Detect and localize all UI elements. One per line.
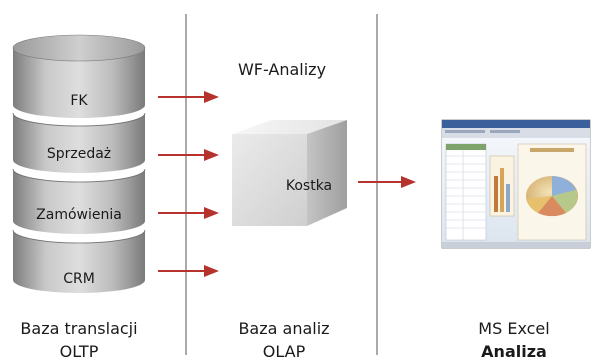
spreadsheet-with-pie-chart-icon — [441, 119, 591, 249]
right-column-caption-line1: MS Excel — [478, 319, 549, 338]
cube-front-face — [232, 134, 307, 226]
database-label-sprzedaz: Sprzedaż — [47, 146, 111, 162]
database-cylinder-fk: FK — [12, 34, 146, 118]
cube-label: Kostka — [286, 178, 332, 194]
database-cylinder-crm: CRM — [12, 229, 146, 293]
arrow-fk — [158, 91, 219, 103]
olap-cube: Kostka — [232, 120, 347, 226]
database-label-zamowienia: Zamówienia — [36, 207, 122, 223]
cube-top-face — [232, 120, 347, 134]
wf-analizy-label: WF-Analizy — [238, 60, 326, 79]
database-cylinder-zamowienia: Zamówienia — [12, 168, 146, 234]
database-label-crm: CRM — [63, 271, 95, 287]
middle-column-caption-line1: Baza analiz — [238, 319, 329, 338]
database-stack: FK Sprzedaż Zamówienia CRM — [12, 34, 146, 293]
arrow-crm — [158, 265, 219, 277]
sheet-table-icon — [445, 143, 487, 241]
left-column-caption-line1: Baza translacji — [20, 319, 137, 338]
database-label-fk: FK — [70, 93, 88, 109]
arrow-zamowienia — [158, 207, 219, 219]
sheet-bar-chart-icon — [489, 155, 515, 217]
arrow-to-excel — [358, 176, 416, 188]
arrows-to-cube — [158, 91, 219, 277]
sheet-pie-chart-icon — [517, 143, 587, 241]
right-column-caption-line2: Analiza — [481, 342, 547, 361]
middle-column-caption-line2: OLAP — [263, 342, 306, 361]
database-cylinder-sprzedaz: Sprzedaż — [12, 112, 146, 173]
arrow-sprzedaz — [158, 149, 219, 161]
left-column-caption-line2: OLTP — [60, 342, 99, 361]
cube-side-face — [307, 120, 347, 226]
